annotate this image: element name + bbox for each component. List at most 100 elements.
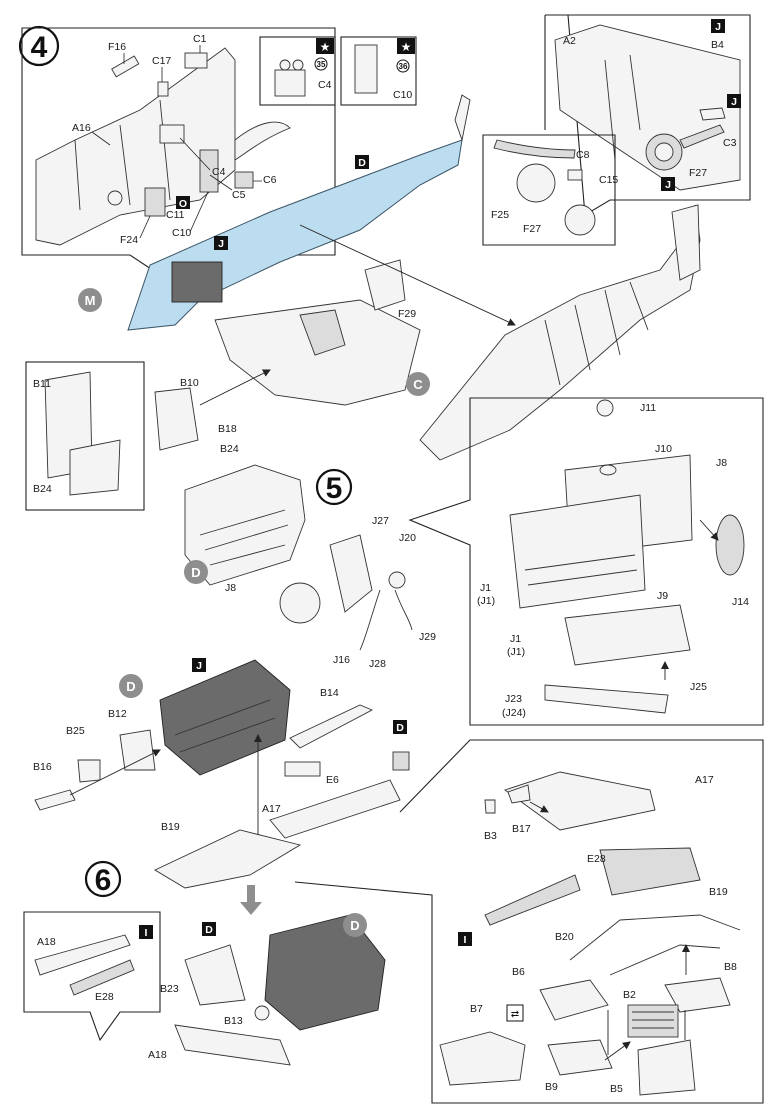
- chain-detail-frame: [482, 134, 616, 246]
- svg-text:J: J: [218, 238, 224, 250]
- down-arrow: [240, 885, 262, 915]
- label-j29: J29: [419, 631, 436, 643]
- label-j1b: J1: [510, 633, 521, 645]
- label-c15: C15: [599, 174, 618, 186]
- svg-text:D: D: [191, 565, 200, 580]
- badge-c: [406, 372, 430, 396]
- part-c10: [199, 149, 219, 193]
- label-b8: B8: [724, 961, 737, 973]
- part-j27: [329, 534, 373, 613]
- badge-j-blue: [214, 236, 228, 250]
- label-b19-detail: B19: [709, 886, 728, 898]
- part-b8: [664, 977, 731, 1013]
- label-c10-inset: C10: [393, 89, 412, 101]
- star-badge-36: [397, 38, 415, 54]
- rudder-detail-frame: [25, 361, 145, 511]
- fuselage-detail-frame: [544, 14, 751, 216]
- step-4-number: 4: [31, 31, 48, 64]
- code-35: 35: [317, 60, 326, 69]
- part-b13: [254, 1005, 270, 1021]
- badge-d-blue: [355, 155, 369, 169]
- label-a18-inset: A18: [37, 936, 56, 948]
- label-c8: C8: [576, 149, 590, 161]
- label-b16: B16: [33, 761, 52, 773]
- part-c17: [157, 81, 169, 97]
- part-b25: [77, 759, 101, 783]
- step-5-circle: [315, 468, 353, 506]
- seat: [299, 309, 346, 356]
- label-f27b: F27: [523, 223, 541, 235]
- label-c4-inset: C4: [318, 79, 332, 91]
- step-4-group: 4 ★ ★ 35 36 C4 C10 F16 C1 C17 A: [18, 14, 751, 511]
- svg-text:D: D: [350, 918, 359, 933]
- part-b3: [484, 799, 496, 814]
- a18-detail-frame: [23, 911, 161, 1042]
- svg-text:C: C: [413, 377, 423, 392]
- label-f29: F29: [398, 308, 416, 320]
- label-c17: C17: [152, 55, 171, 67]
- part-a18-inset: [34, 934, 131, 976]
- badge-d-b14: [393, 720, 407, 734]
- svg-text:D: D: [396, 722, 404, 734]
- label-j1a-paren: (J1): [477, 595, 495, 607]
- svg-text:D: D: [126, 679, 135, 694]
- svg-text:M: M: [85, 293, 96, 308]
- part-f16: [111, 55, 140, 78]
- label-j14: J14: [732, 596, 749, 608]
- label-j10: J10: [655, 443, 672, 455]
- badge-d-final: [343, 913, 367, 937]
- part-a17: [269, 779, 401, 839]
- part-c10-inset: [354, 44, 378, 94]
- label-b14: B14: [320, 687, 339, 699]
- label-c10: C10: [172, 227, 191, 239]
- part-j23: [544, 684, 669, 714]
- label-a17: A17: [262, 803, 281, 815]
- badge-j-f27: [661, 177, 675, 191]
- label-e28: E28: [587, 853, 606, 865]
- star-badge-35: [316, 38, 334, 54]
- label-j9: J9: [657, 590, 668, 602]
- label-b25: B25: [66, 725, 85, 737]
- part-b12: [119, 729, 156, 771]
- leader-lines: [91, 45, 262, 239]
- svg-text:J: J: [715, 21, 721, 33]
- label-c11: C11: [166, 209, 185, 221]
- part-c3: [699, 107, 726, 121]
- label-e6: E6: [326, 774, 339, 786]
- svg-text:J: J: [731, 96, 737, 108]
- label-b24-box: B24: [33, 483, 52, 495]
- label-j25: J25: [690, 681, 707, 693]
- part-b9: [547, 1039, 613, 1076]
- label-b11: B11: [33, 378, 51, 390]
- badge-i-inset: [139, 925, 153, 939]
- label-c1: C1: [193, 33, 207, 45]
- badge-j-a2: [711, 19, 725, 33]
- label-b3: B3: [484, 830, 497, 842]
- part-b23: [184, 944, 246, 1006]
- star-icon: ★: [401, 40, 412, 54]
- inset-36-frame: [340, 36, 417, 106]
- engine-assembly: [159, 659, 291, 776]
- svg-text:O: O: [179, 198, 187, 210]
- tail-fin: [671, 204, 701, 281]
- label-b24: B24: [220, 443, 239, 455]
- part-b14: [289, 704, 374, 749]
- label-j24-paren: (J24): [502, 707, 526, 719]
- code-36: 36: [399, 62, 408, 71]
- part-c4-box: [274, 69, 306, 97]
- part-c4: [159, 124, 185, 144]
- label-j23: J23: [505, 693, 522, 705]
- label-c3: C3: [723, 137, 737, 149]
- svg-text:J: J: [665, 179, 671, 191]
- label-j27: J27: [372, 515, 389, 527]
- step-6-circle: [84, 860, 122, 898]
- label-b19: B19: [161, 821, 180, 833]
- part-f24: [144, 187, 166, 217]
- part-b2-radiator: [627, 1004, 679, 1038]
- label-j1a: J1: [480, 582, 491, 594]
- label-f27: F27: [689, 167, 707, 179]
- part-a18: [174, 1024, 291, 1066]
- svg-text:D: D: [205, 924, 213, 936]
- label-a17-detail: A17: [695, 774, 714, 786]
